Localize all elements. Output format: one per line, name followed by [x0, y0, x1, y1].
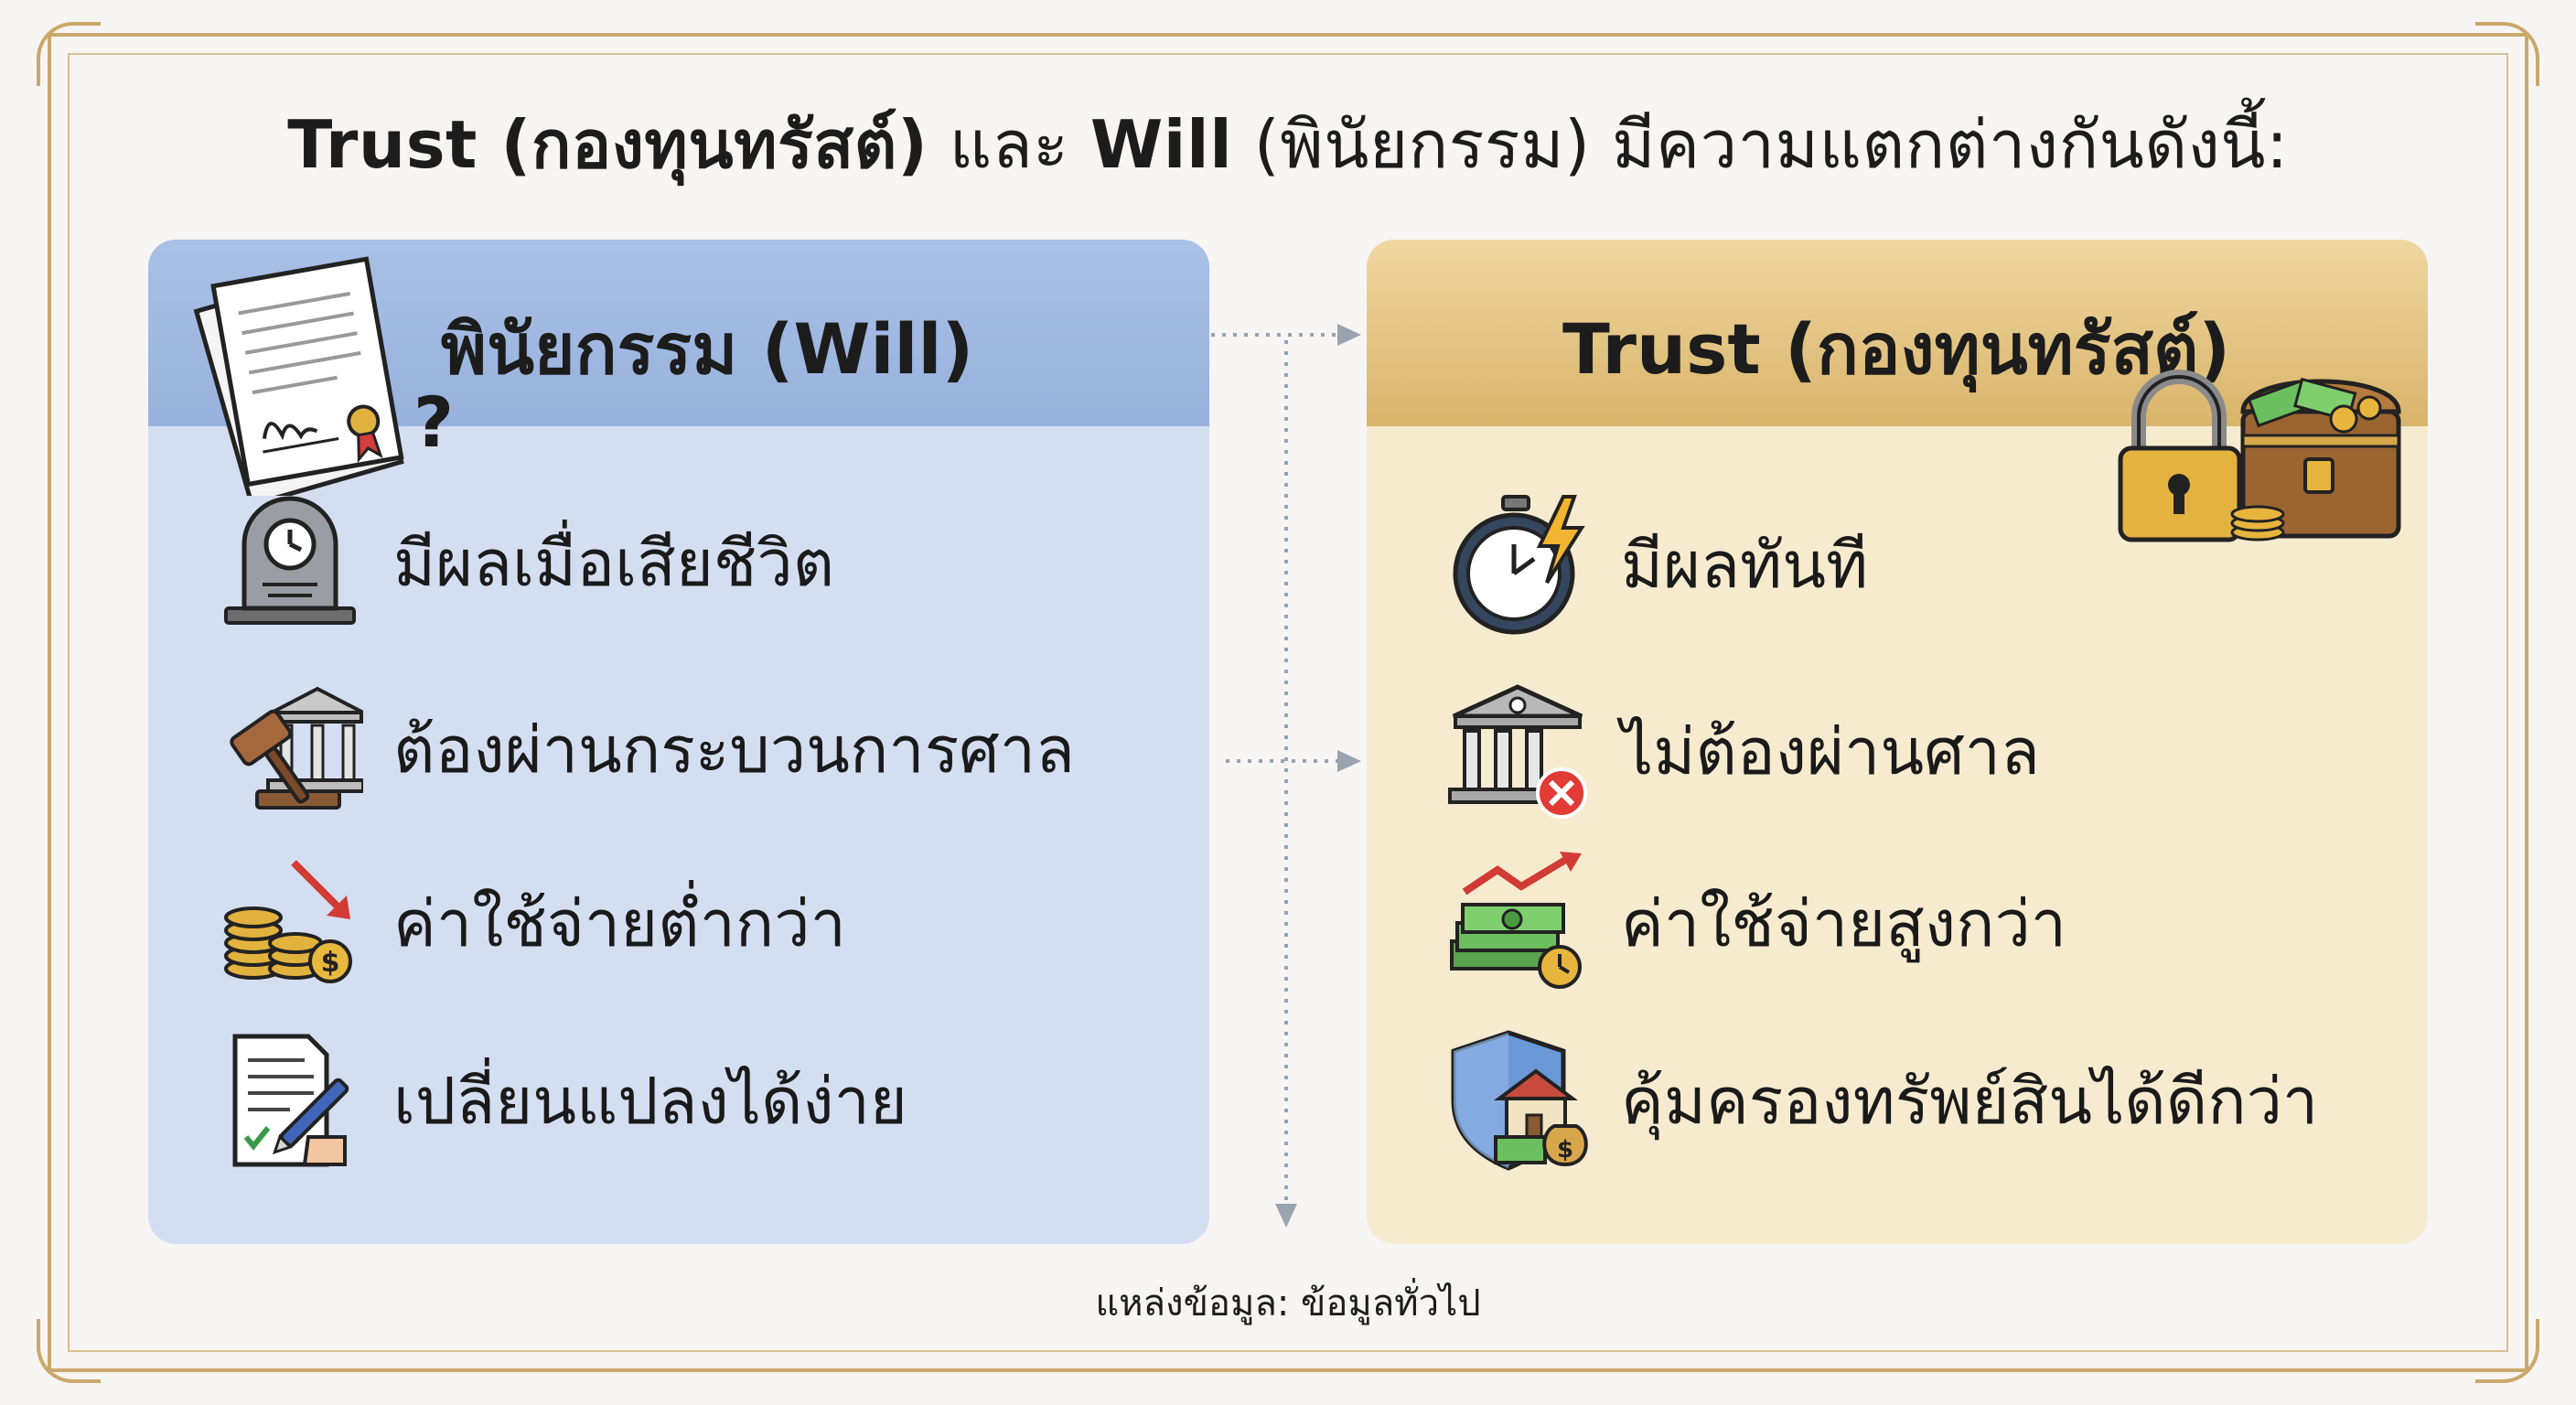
trust-item-label: ค่าใช้จ่ายสูงกว่า — [1621, 885, 2067, 961]
question-mark: ? — [413, 381, 455, 463]
trust-item-label: คุ้มครองทรัพย์สินได้ดีกว่า — [1621, 1063, 2319, 1139]
frame-corner-ornament — [37, 22, 101, 86]
gavel-courthouse-icon — [212, 671, 368, 827]
money-up-arrow-icon — [1440, 845, 1595, 1001]
lock-treasure-chest-icon — [2115, 362, 2413, 545]
will-item-label: มีผลเมื่อเสียชีวิต — [393, 525, 835, 601]
title-trust: Trust (กองทุนทรัสต์) — [287, 106, 928, 183]
page-title: Trust (กองทุนทรัสต์) และ Will (พินัยกรรม… — [0, 91, 2576, 197]
trust-item-label: มีผลทันที — [1621, 527, 1869, 603]
inner-frame — [68, 53, 2508, 1352]
coins-down-arrow-icon: $ — [212, 845, 368, 1001]
title-rest: (พินัยกรรม) มีความแตกต่างกันดังนี้: — [1232, 106, 2289, 183]
will-document-icon — [188, 249, 417, 508]
will-item-court-process: ต้องผ่านกระบวนการศาล — [212, 681, 1075, 818]
title-and: และ — [928, 106, 1090, 183]
frame-corner-ornament — [2475, 22, 2539, 86]
stopwatch-lightning-icon — [1440, 487, 1595, 642]
shield-house-money-icon: $ — [1440, 1023, 1595, 1178]
source-note: แหล่งข้อมูล: ข้อมูลทั่วไป — [1095, 1282, 1481, 1325]
frame-corner-ornament — [2475, 1319, 2539, 1383]
trust-item-label: ไม่ต้องผ่านศาล — [1621, 713, 2040, 789]
will-item-label: เปลี่ยนแปลงได้ง่าย — [393, 1063, 907, 1139]
tombstone-clock-icon — [212, 485, 368, 640]
trust-item-immediate-effect: มีผลทันที — [1440, 495, 1869, 635]
will-item-easy-to-change: เปลี่ยนแปลงได้ง่าย — [212, 1032, 907, 1169]
svg-text:$: $ — [1557, 1136, 1573, 1164]
trust-item-better-asset-protection: $ คุ้มครองทรัพย์สินได้ดีกว่า — [1440, 1030, 2319, 1171]
frame-corner-ornament — [37, 1319, 101, 1383]
will-item-lower-cost: $ ค่าใช้จ่ายต่ำกว่า — [212, 854, 846, 992]
trust-item-higher-cost: ค่าใช้จ่ายสูงกว่า — [1440, 852, 2067, 992]
will-item-label: ค่าใช้จ่ายต่ำกว่า — [393, 885, 846, 961]
outer-frame — [48, 33, 2528, 1372]
document-pen-icon — [212, 1023, 368, 1178]
trust-item-no-court: ไม่ต้องผ่านศาล — [1440, 682, 2040, 820]
svg-text:$: $ — [321, 947, 340, 979]
trust-panel-title: Trust (กองทุนทรัสต์) — [1562, 308, 2231, 390]
courthouse-cross-icon — [1440, 673, 1595, 829]
will-panel-title: พินัยกรรม (Will) — [441, 308, 974, 390]
will-item-label: ต้องผ่านกระบวนการศาล — [393, 712, 1075, 788]
title-will: Will — [1089, 106, 1233, 183]
will-item-effective-at-death: มีผลเมื่อเสียชีวิต — [212, 494, 834, 631]
